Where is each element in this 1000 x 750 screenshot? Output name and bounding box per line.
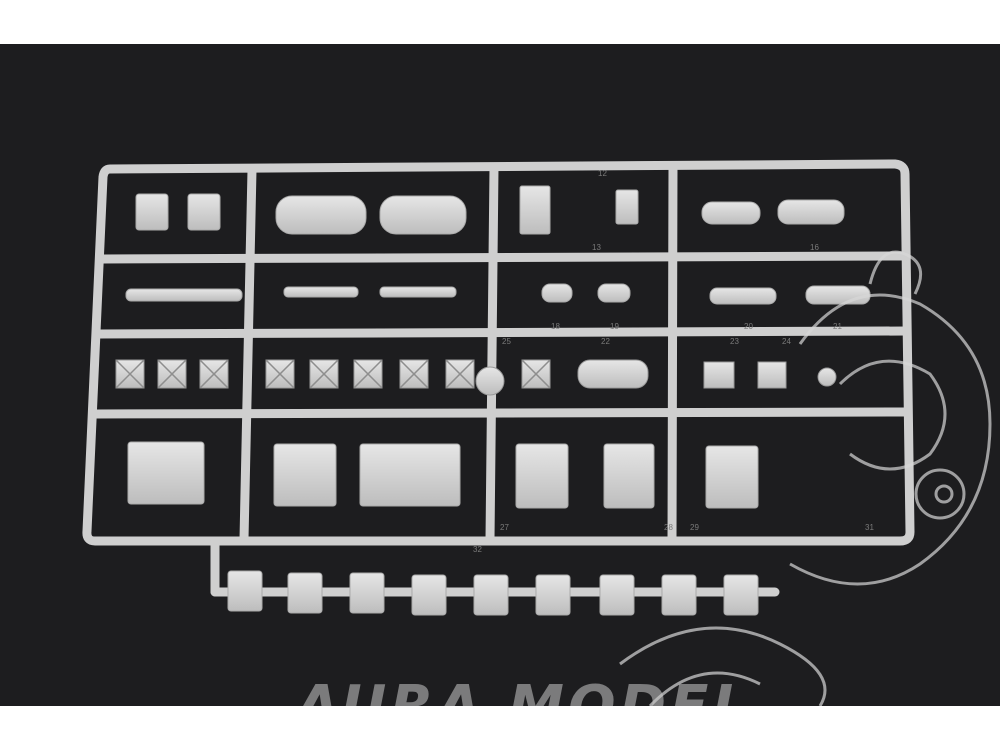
part-number-tag: 12 xyxy=(598,169,607,178)
cross-marks xyxy=(115,359,551,389)
parts-row-3 xyxy=(115,359,837,396)
parts-row-4 xyxy=(127,441,759,509)
part-number-tag: 27 xyxy=(500,523,509,532)
part-number-tag: 13 xyxy=(592,243,601,252)
part-number-tag: 28 xyxy=(664,523,673,532)
part-number-tag: 16 xyxy=(810,243,819,252)
part-number-tag: 25 xyxy=(502,337,511,346)
part-number-tag: 20 xyxy=(744,322,753,331)
watermark-text: AURA MODEL xyxy=(296,674,752,706)
part-number-tag: 18 xyxy=(551,322,560,331)
part-number-tag: 22 xyxy=(601,337,610,346)
parts-row-5 xyxy=(227,570,759,616)
sprue-illustration: 12 13 16 18 19 20 21 22 23 24 25 27 28 29 31 32 xyxy=(82,159,992,706)
part-number-tag: 24 xyxy=(782,337,791,346)
parts-row-2 xyxy=(125,283,871,305)
part-number-tag: 29 xyxy=(690,523,699,532)
part-number-tag: 19 xyxy=(610,322,619,331)
parts-row-1 xyxy=(135,185,845,235)
part-number-tag: 31 xyxy=(865,523,874,532)
part-number-tag: 21 xyxy=(833,322,842,331)
sprue-photo: 12 13 16 18 19 20 21 22 23 24 25 27 28 29 31 32 AURA MO… xyxy=(0,44,1000,706)
part-number-tag: 32 xyxy=(473,545,482,554)
part-number-tag: 23 xyxy=(730,337,739,346)
watermark-logo xyxy=(619,250,992,706)
